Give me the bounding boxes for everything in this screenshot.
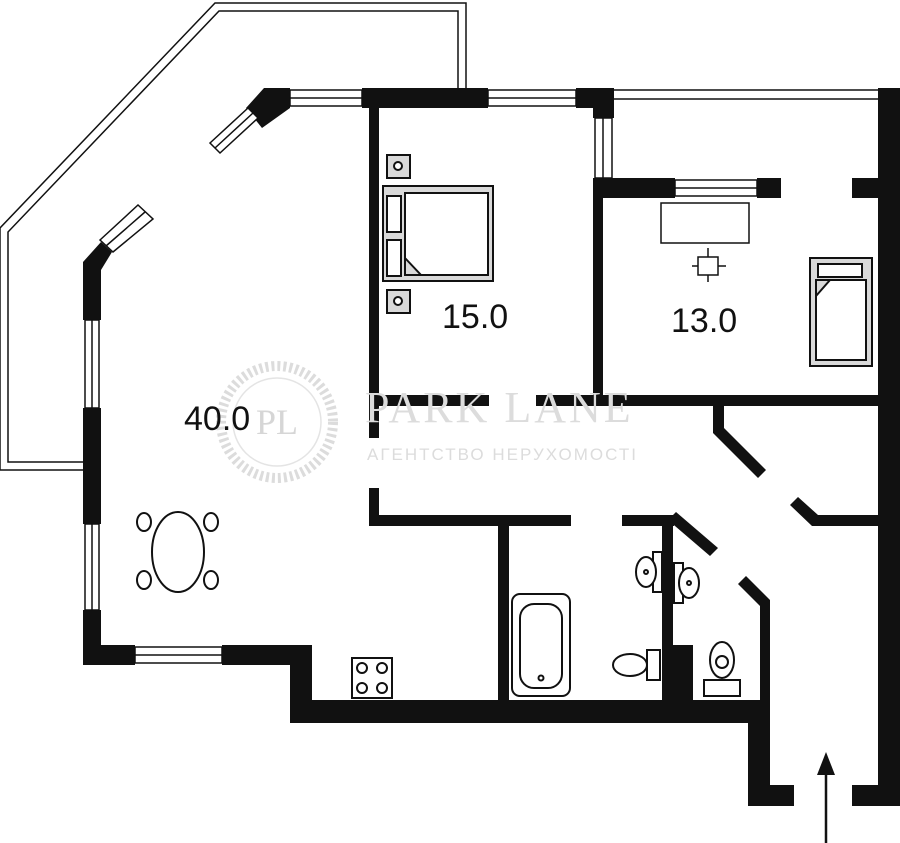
chair-icon [692,248,726,282]
walls [83,88,900,806]
bedroom-area: 15.0 [442,298,508,336]
single-bed-icon [809,257,873,367]
nightstand-icon [386,154,411,314]
watermark-monogram: PL [256,402,298,442]
watermark-seal [216,361,338,483]
balcony [0,2,880,471]
stove-icon [351,657,393,699]
desk-icon [660,202,750,244]
entrance-arrow-icon [817,752,835,843]
living-room-area: 40.0 [184,400,250,438]
watermark-subtitle: АГЕНТСТВО НЕРУХОМОСТІ [367,445,638,464]
toilet-icon [703,641,741,697]
dining-table-icon [136,511,219,593]
watermark-brand: PARK LANE [365,383,634,432]
sink-icon [673,562,700,604]
toilet-icon [612,649,661,681]
windows [84,89,758,664]
bed-icon [382,185,494,282]
watermark: PL PARK LANE АГЕНТСТВО НЕРУХОМОСТІ [216,361,638,483]
bathtub-icon [511,593,571,697]
sink-icon [635,551,663,593]
study-area: 13.0 [671,302,737,340]
